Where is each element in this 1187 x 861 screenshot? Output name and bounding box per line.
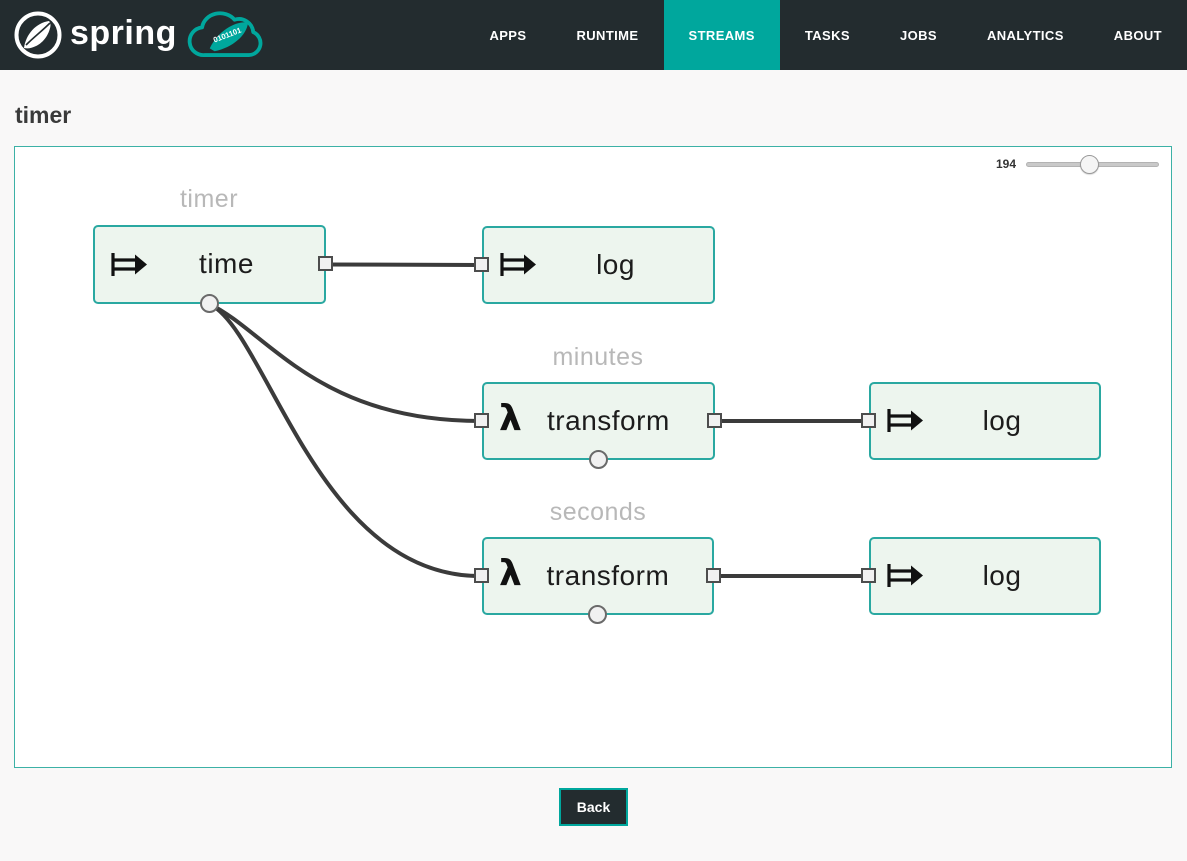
node-label: time	[199, 248, 254, 280]
nav-item-streams[interactable]: STREAMS	[663, 0, 780, 70]
edges-layer	[208, 262, 867, 578]
nav-item-analytics[interactable]: ANALYTICS	[986, 27, 1064, 43]
output-port[interactable]	[706, 567, 721, 583]
zoom-slider-thumb[interactable]	[1079, 154, 1099, 174]
top-navbar: spring 0101101 APPS RUNTIME STREAMS TASKS JO…	[0, 0, 1187, 70]
spring-leaf-icon	[14, 11, 62, 59]
stream-group-label-timer: timer	[179, 184, 239, 213]
nav-items: APPS RUNTIME STREAMS TASKS JOBS ANALYTICS ABOU…	[464, 0, 1187, 70]
tap-port[interactable]	[588, 449, 608, 469]
nav-item-about[interactable]: ABOUT	[1113, 27, 1162, 43]
edge-time-to-transform2[interactable]	[208, 301, 481, 578]
input-port[interactable]	[861, 412, 876, 428]
stream-group-label-minutes: minutes	[552, 342, 644, 371]
node-label: transform	[547, 404, 670, 436]
zoom-slider[interactable]	[1026, 154, 1159, 174]
brand-text: spring	[70, 14, 177, 52]
page-title: timer	[15, 102, 72, 128]
source-arrow-icon	[886, 407, 923, 434]
zoom-value: 194	[995, 156, 1016, 171]
node-time[interactable]: time	[93, 224, 333, 313]
node-label: log	[982, 559, 1022, 591]
node-log2[interactable]: log	[861, 381, 1101, 460]
input-port[interactable]	[474, 567, 489, 583]
flow-canvas[interactable]: 194 timer minutes seconds time log λ transform…	[14, 145, 1172, 768]
stream-group-label-seconds: seconds	[549, 497, 647, 526]
output-port[interactable]	[707, 412, 722, 428]
nav-item-runtime[interactable]: RUNTIME	[576, 27, 639, 43]
nav-item-apps[interactable]: APPS	[489, 27, 527, 43]
node-label: log	[982, 404, 1022, 436]
source-arrow-icon	[886, 562, 923, 589]
footer: Back	[0, 787, 1187, 826]
node-label: log	[596, 248, 635, 280]
tap-port[interactable]	[588, 604, 607, 624]
input-port[interactable]	[861, 567, 876, 583]
brand-logo[interactable]: spring 0101101	[0, 0, 269, 70]
back-button[interactable]: Back	[558, 787, 629, 826]
node-transform2[interactable]: λ transform	[474, 536, 721, 624]
edge-time-to-log1[interactable]	[325, 262, 481, 267]
source-arrow-icon	[499, 251, 536, 278]
nav-item-tasks[interactable]: TASKS	[804, 27, 850, 43]
zoom-control: 194	[995, 154, 1159, 174]
input-port[interactable]	[474, 412, 489, 428]
dataflow-cloud-icon: 0101101	[187, 11, 263, 57]
node-transform1[interactable]: λ transform	[474, 381, 722, 469]
nav-item-jobs[interactable]: JOBS	[899, 27, 937, 43]
source-arrow-icon	[110, 251, 147, 278]
edge-time-to-transform1[interactable]	[208, 301, 481, 423]
output-port[interactable]	[318, 256, 333, 272]
node-label: transform	[546, 559, 670, 591]
input-port[interactable]	[474, 256, 489, 272]
lambda-icon: λ	[499, 552, 522, 594]
lambda-icon: λ	[499, 397, 522, 439]
node-log3[interactable]: log	[861, 536, 1101, 615]
node-log1[interactable]: log	[474, 225, 715, 304]
tap-port[interactable]	[199, 293, 219, 313]
